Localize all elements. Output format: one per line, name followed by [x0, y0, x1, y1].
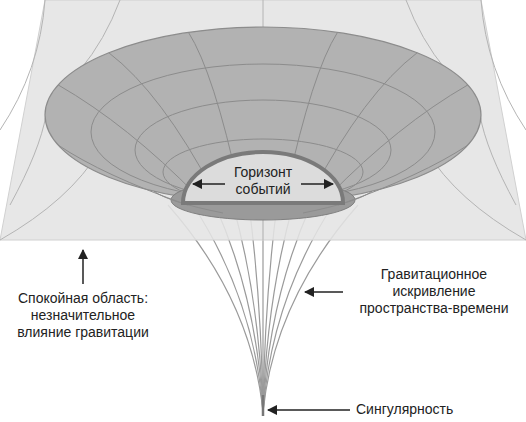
- meridian-line: [329, 85, 468, 196]
- funnel-meridians: [58, 32, 468, 213]
- callout-label: Сингулярность: [356, 401, 516, 418]
- width-arrow: [301, 183, 333, 185]
- dome-shape: [183, 152, 343, 203]
- leader-arrow: [305, 291, 343, 293]
- leader-arrow: [268, 409, 350, 411]
- callout-label: Гравитационное искривление пространства-…: [350, 266, 518, 317]
- callout-label: Спокойная область: незначительное влияни…: [3, 290, 163, 341]
- meridian-line: [58, 145, 188, 205]
- meridian-line: [58, 85, 197, 196]
- funnel-rim: [45, 27, 481, 203]
- spacetime-plane: [0, 0, 526, 240]
- meridian-line: [338, 145, 468, 205]
- width-arrow: [193, 183, 225, 185]
- leader-arrow: [82, 250, 84, 284]
- node-label: Горизонт событий: [218, 164, 308, 198]
- event-horizon-dome: Горизонт событий: [181, 150, 345, 205]
- singularity-point: [262, 395, 265, 416]
- plane-grid: [0, 0, 526, 240]
